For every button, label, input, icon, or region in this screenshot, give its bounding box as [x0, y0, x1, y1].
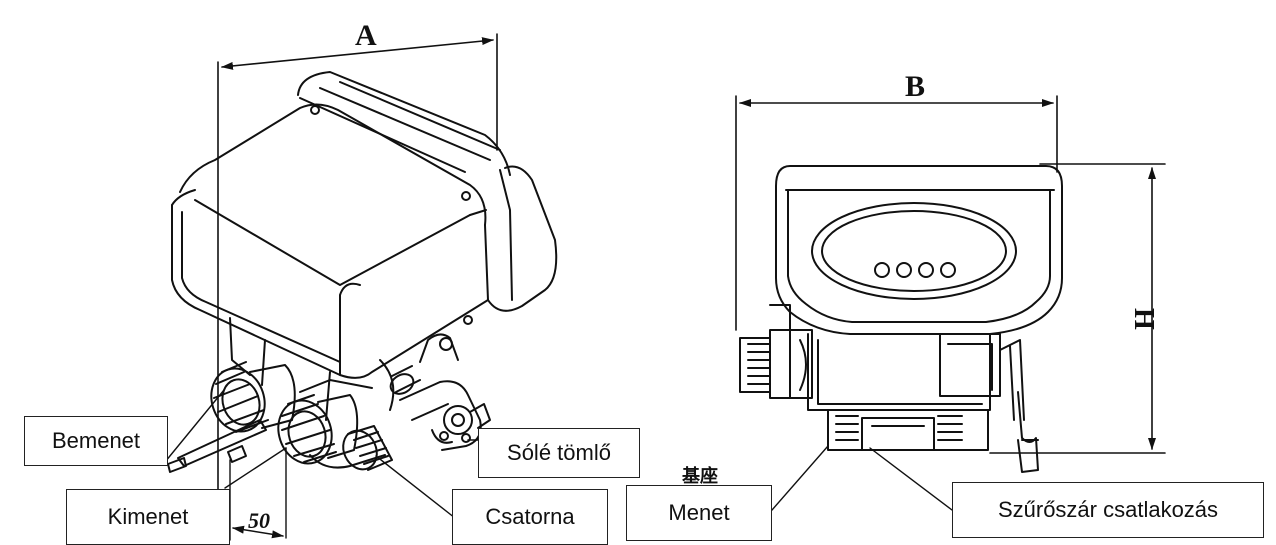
- dimension-a-label: A: [355, 19, 377, 52]
- right-valve-drawing: [735, 95, 1166, 473]
- left-valve-drawing: [167, 33, 558, 541]
- leader-lines: [164, 389, 953, 519]
- label-sole-tomlo: Sólé tömlő: [478, 428, 640, 478]
- label-bemenet: Bemenet: [24, 416, 168, 466]
- dimension-b-label: B: [905, 70, 925, 103]
- label-menet: Menet: [626, 485, 772, 541]
- label-szuroszar-csatlakozas: Szűrőszár csatlakozás: [952, 482, 1264, 538]
- base-label: 基座: [682, 466, 718, 487]
- dimension-h-label: H: [1128, 308, 1159, 330]
- dimension-50-label: 50: [248, 508, 270, 533]
- label-kimenet: Kimenet: [66, 489, 230, 545]
- label-csatorna: Csatorna: [452, 489, 608, 545]
